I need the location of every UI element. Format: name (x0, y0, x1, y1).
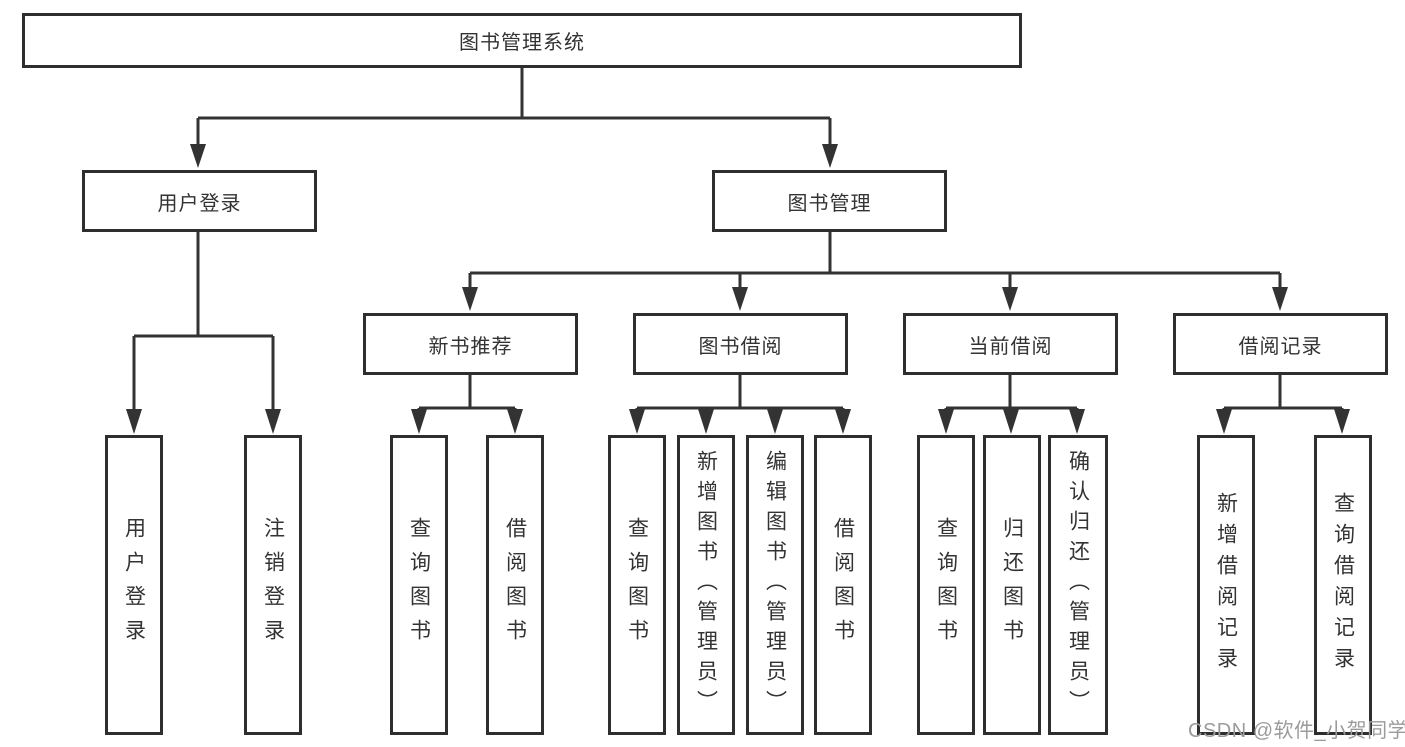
arrowhead (462, 287, 478, 311)
arrowhead (190, 144, 206, 168)
node-new-book-rec: 新书推荐 (363, 313, 578, 375)
arrowhead (507, 409, 523, 434)
leaf-cur-return-book: 归还图书 (983, 435, 1041, 735)
arrowhead (1003, 409, 1019, 434)
node-borrow-records: 借阅记录 (1173, 313, 1388, 375)
node-root: 图书管理系统 (22, 13, 1022, 68)
leaf-rec-borrow-book: 借阅图书 (486, 435, 544, 735)
leaf-user-login: 用户登录 (105, 435, 163, 735)
arrowhead (767, 409, 783, 434)
leaf-log-query-record: 查询借阅记录 (1314, 435, 1372, 735)
arrowhead (1069, 409, 1085, 434)
leaf-bor-edit-book: 编辑图书（管理员） (746, 435, 804, 735)
arrowhead (698, 409, 714, 434)
arrowhead (732, 287, 748, 311)
connector-borrow-records-leaves (1222, 375, 1344, 412)
node-book-borrow: 图书借阅 (633, 313, 848, 375)
connector-user-login-leaves (132, 232, 275, 412)
leaf-logout: 注销登录 (244, 435, 302, 735)
arrowhead (1272, 287, 1288, 311)
connector-root-level2 (196, 68, 832, 146)
leaf-bor-add-book: 新增图书（管理员） (677, 435, 735, 735)
arrowhead (126, 409, 142, 434)
arrowhead (411, 409, 427, 434)
leaf-bor-borrow-book: 借阅图书 (814, 435, 872, 735)
leaf-log-add-record: 新增借阅记录 (1197, 435, 1255, 735)
node-user-login: 用户登录 (82, 170, 317, 232)
leaf-cur-query-book: 查询图书 (917, 435, 975, 735)
arrowhead (938, 409, 954, 434)
connector-new-book-rec-leaves (417, 375, 517, 412)
arrowhead (265, 409, 281, 434)
connector-book-borrow-leaves (635, 375, 845, 412)
node-book-mgmt: 图书管理 (712, 170, 947, 232)
watermark: CSDN @软件_小贺同学 (1188, 720, 1405, 742)
arrowhead (629, 409, 645, 434)
arrowhead (1334, 409, 1350, 434)
leaf-bor-query-book: 查询图书 (608, 435, 666, 735)
arrowhead (822, 144, 838, 168)
node-current-borrow: 当前借阅 (903, 313, 1118, 375)
leaf-cur-confirm-return: 确认归还（管理员） (1048, 435, 1108, 735)
connector-current-borrow-leaves (944, 375, 1079, 412)
arrowhead (1216, 409, 1232, 434)
connector-book-mgmt-level3 (468, 232, 1282, 289)
arrowhead (1002, 287, 1018, 311)
arrowhead (835, 409, 851, 434)
leaf-rec-query-book: 查询图书 (390, 435, 448, 735)
